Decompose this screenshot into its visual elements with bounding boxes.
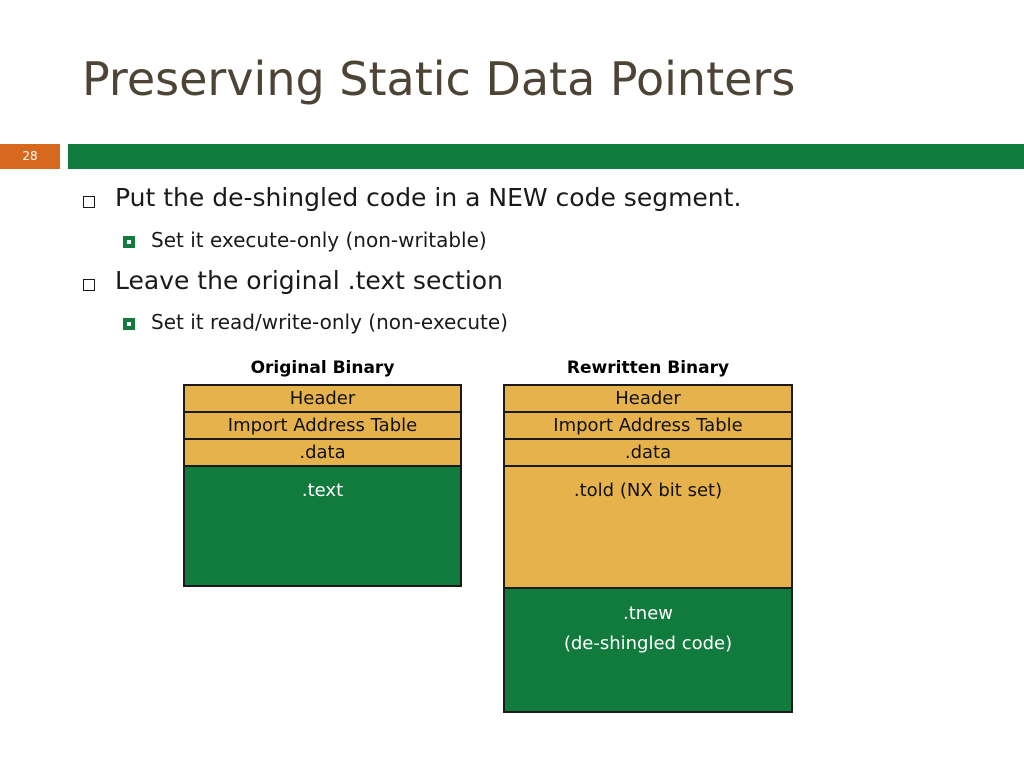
bullet-square-icon xyxy=(83,279,95,291)
sub-bullet-text: Set it read/write-only (non-execute) xyxy=(151,310,508,334)
original-binary-label: Original Binary xyxy=(250,358,395,378)
bullet-square-icon xyxy=(83,196,95,208)
slide-title: Preserving Static Data Pointers xyxy=(82,52,796,106)
tnew-label: .tnew xyxy=(623,603,673,624)
text-segment: .text xyxy=(185,467,460,585)
told-segment: .told (NX bit set) xyxy=(505,467,791,589)
sub-bullet-text: Set it execute-only (non-writable) xyxy=(151,228,487,252)
header-segment: Header xyxy=(185,386,460,413)
rewritten-binary-label: Rewritten Binary xyxy=(566,358,730,378)
header-segment: Header xyxy=(505,386,791,413)
import-address-table-segment: Import Address Table xyxy=(185,413,460,440)
page-number-badge: 28 xyxy=(0,144,60,169)
tnew-description: (de-shingled code) xyxy=(563,633,733,654)
data-segment: .data xyxy=(185,440,460,467)
data-segment: .data xyxy=(505,440,791,467)
rewritten-binary-box: Header Import Address Table .data .told … xyxy=(503,384,793,713)
title-rule xyxy=(68,144,1024,169)
tnew-segment: .tnew (de-shingled code) xyxy=(505,589,791,711)
sub-bullet-square-icon xyxy=(123,236,135,248)
bullet-text: Put the de-shingled code in a NEW code s… xyxy=(115,183,742,212)
sub-bullet-square-icon xyxy=(123,318,135,330)
bullet-text: Leave the original .text section xyxy=(115,266,503,295)
import-address-table-segment: Import Address Table xyxy=(505,413,791,440)
original-binary-box: Header Import Address Table .data .text xyxy=(183,384,462,587)
